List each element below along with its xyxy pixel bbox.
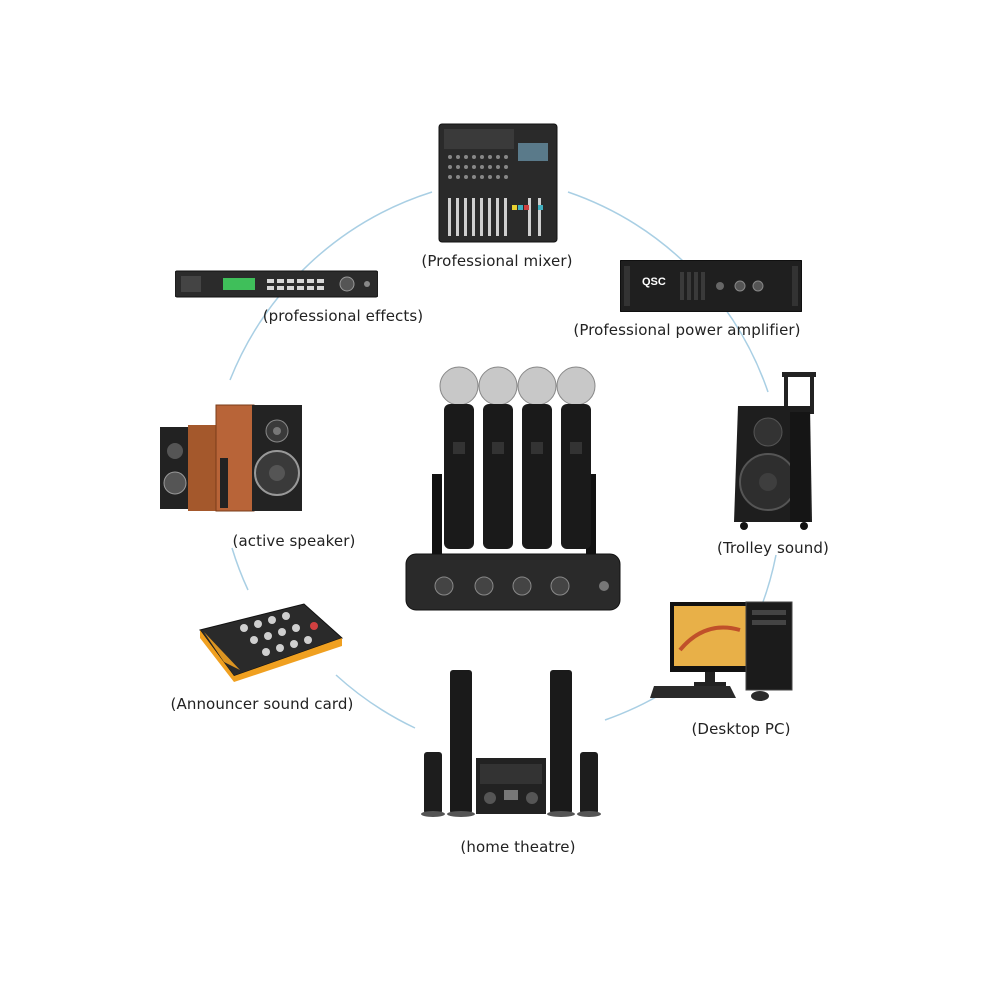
desktop-label: (Desktop PC) bbox=[691, 720, 791, 738]
amplifier-device: QSC bbox=[620, 260, 802, 312]
sound-card-icon bbox=[199, 603, 343, 682]
wireless-microphone-system-icon bbox=[405, 366, 621, 611]
power-amplifier-icon: QSC bbox=[620, 260, 802, 312]
effects-device bbox=[175, 268, 378, 300]
wireless-microphone-system bbox=[404, 364, 624, 614]
ring-arc-bottom-left bbox=[335, 674, 416, 729]
active-speaker-device bbox=[158, 403, 304, 515]
effects-label: (professional effects) bbox=[262, 307, 424, 325]
trolley-speaker-device bbox=[730, 372, 820, 532]
amplifier-brand: QSC bbox=[642, 276, 666, 288]
home-theatre-icon bbox=[421, 670, 601, 817]
mixer-device bbox=[438, 123, 558, 243]
trolley-label: (Trolley sound) bbox=[717, 539, 829, 557]
sound-card-label: (Announcer sound card) bbox=[170, 695, 354, 713]
mixer-label: (Professional mixer) bbox=[421, 252, 573, 270]
sound-card-device bbox=[194, 600, 344, 684]
home-theatre-device bbox=[420, 668, 602, 820]
active-speaker-icon bbox=[160, 404, 302, 512]
audio-mixer-icon bbox=[438, 123, 558, 243]
trolley-speaker-icon bbox=[734, 372, 816, 530]
active-speaker-label: (active speaker) bbox=[232, 532, 356, 550]
desktop-pc-icon bbox=[650, 601, 793, 701]
desktop-pc-device bbox=[650, 600, 795, 704]
amplifier-label: (Professional power amplifier) bbox=[573, 321, 801, 339]
effects-processor-icon bbox=[175, 270, 378, 298]
ring-arc-top-left bbox=[229, 191, 433, 381]
ring-arc-left bbox=[231, 547, 249, 591]
theatre-label: (home theatre) bbox=[460, 838, 576, 856]
